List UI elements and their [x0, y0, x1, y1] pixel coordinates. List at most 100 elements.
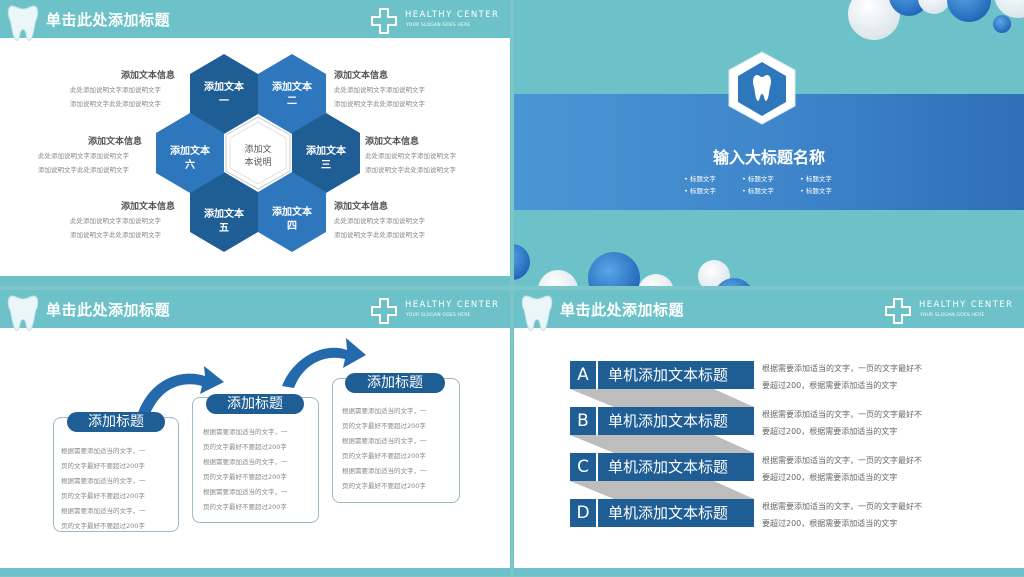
- hex-6-label: 添加文本六: [170, 146, 210, 171]
- card-line: 根据需要添加适当的文字，一: [203, 488, 288, 496]
- slide-title[interactable]: 输入大标题名称 • 标题文字 • 标题文字 • 标题文字 • 标题文字 • 标题…: [514, 0, 1024, 286]
- tooth-icon: [7, 5, 39, 41]
- slide-header: 单击此处添加标题 HEALTHY CENTER YOUR SLOGAN GOES…: [0, 290, 510, 331]
- row-c-title[interactable]: 单机添加文本标题: [598, 453, 754, 481]
- row-c-letter: C: [570, 453, 596, 481]
- row-c-desc: 根据需要添加适当的文字，一页的文字最好不要超过200，根据需要添加适当的文字: [762, 456, 922, 482]
- footer-band: [0, 568, 510, 576]
- card-line: 页的文字最好不要超过200字: [203, 503, 287, 511]
- row-d-letter: D: [570, 499, 596, 527]
- info-title-right-2: 添加文本信息: [365, 137, 420, 147]
- page-title: 单击此处添加标题: [560, 301, 685, 319]
- subtitle-item: • 标题文字: [742, 175, 774, 183]
- info-title-left-1: 添加文本信息: [121, 71, 176, 81]
- brand-slogan: YOUR SLOGAN GOES HERE: [920, 313, 985, 318]
- info-line: 添加说明文字此处添加说明文字: [70, 231, 161, 239]
- info-title-right-1: 添加文本信息: [334, 71, 389, 81]
- info-title-left-3: 添加文本信息: [121, 202, 176, 212]
- card-line: 根据需要添加适当的文字，一: [203, 458, 288, 466]
- curved-arrows: [138, 338, 366, 414]
- hex-2-label: 添加文本二: [272, 82, 312, 107]
- info-title-right-3: 添加文本信息: [334, 202, 389, 212]
- card-line: 根据需要添加适当的文字，一: [203, 428, 288, 436]
- card-line: 页的文字最好不要超过200字: [342, 422, 426, 430]
- row-d-title[interactable]: 单机添加文本标题: [598, 499, 754, 527]
- card-1: [53, 417, 179, 532]
- info-line: 添加说明文字此处添加说明文字: [70, 100, 161, 108]
- card-2-title: 添加标题: [206, 394, 304, 414]
- row-a-title[interactable]: 单机添加文本标题: [598, 361, 754, 389]
- info-title-left-2: 添加文本信息: [88, 137, 143, 147]
- info-line: 此处添加说明文字添加说明文字: [365, 152, 456, 160]
- info-line: 添加说明文字此处添加说明文字: [365, 166, 456, 174]
- slide-arrows[interactable]: 单击此处添加标题 HEALTHY CENTER YOUR SLOGAN GOES…: [0, 290, 510, 576]
- ribbon-shadows: [570, 389, 754, 499]
- medical-cross-icon: [371, 8, 397, 34]
- medical-cross-icon: [371, 298, 397, 324]
- row-a-letter: A: [570, 361, 596, 389]
- row-b-desc: 根据需要添加适当的文字，一页的文字最好不要超过200，根据需要添加适当的文字: [762, 410, 922, 436]
- slide-hexagon[interactable]: 单击此处添加标题 HEALTHY CENTER YOUR SLOGAN GOES…: [0, 0, 510, 286]
- card-line: 根据需要添加适当的文字，一: [342, 407, 427, 415]
- footer-band: [0, 276, 510, 286]
- row-d-desc: 根据需要添加适当的文字，一页的文字最好不要超过200，根据需要添加适当的文字: [762, 502, 922, 528]
- subtitle-item: • 标题文字: [684, 187, 716, 195]
- info-line: 此处添加说明文字添加说明文字: [38, 152, 129, 160]
- hex-center-inner: [229, 121, 287, 185]
- brand-name: HEALTHY CENTER: [405, 300, 500, 310]
- brand-name: HEALTHY CENTER: [405, 10, 500, 20]
- hex-4: [258, 172, 326, 252]
- arrow-2: [282, 338, 366, 388]
- hex-6: [156, 113, 224, 193]
- hex-3-label: 添加文本三: [306, 146, 346, 171]
- card-line: 页的文字最好不要超过200字: [203, 473, 287, 481]
- row-a-desc: 根据需要添加适当的文字，一页的文字最好不要超过200，根据需要添加适当的文字: [762, 364, 922, 390]
- subtitle-item: • 标题文字: [800, 175, 832, 183]
- page-title: 单击此处添加标题: [46, 11, 171, 29]
- hexagon-cluster: [156, 54, 360, 252]
- pill-decorations: [514, 0, 1024, 286]
- card-line: 页的文字最好不要超过200字: [342, 452, 426, 460]
- footer-band: [514, 568, 1024, 576]
- row-b-title[interactable]: 单机添加文本标题: [598, 407, 754, 435]
- slide-list[interactable]: 单击此处添加标题 HEALTHY CENTER YOUR SLOGAN GOES…: [514, 290, 1024, 576]
- info-line: 此处添加说明文字添加说明文字: [70, 217, 161, 225]
- info-line: 此处添加说明文字添加说明文字: [334, 86, 425, 94]
- slide-header: 单击此处添加标题 HEALTHY CENTER YOUR SLOGAN GOES…: [0, 0, 510, 41]
- hex-5-label: 添加文本五: [204, 209, 244, 234]
- hex-5: [190, 172, 258, 252]
- info-line: 此处添加说明文字添加说明文字: [334, 217, 425, 225]
- hex-1: [190, 54, 258, 134]
- info-line: 添加说明文字此处添加说明文字: [38, 166, 129, 174]
- slide-header: 单击此处添加标题 HEALTHY CENTER YOUR SLOGAN GOES…: [514, 290, 1024, 331]
- arrow-1: [138, 366, 224, 414]
- main-title: 输入大标题名称: [712, 148, 825, 167]
- info-line: 添加说明文字此处添加说明文字: [334, 100, 425, 108]
- card-line: 根据需要添加适当的文字，一: [61, 447, 146, 455]
- card-line: 页的文字最好不要超过200字: [61, 492, 145, 500]
- card-line: 根据需要添加适当的文字，一: [342, 437, 427, 445]
- page-title: 单击此处添加标题: [46, 301, 171, 319]
- hex-1-label: 添加文本一: [204, 82, 244, 107]
- card-line: 页的文字最好不要超过200字: [61, 522, 145, 530]
- hex-4-label: 添加文本四: [272, 207, 312, 232]
- tooth-icon: [521, 295, 553, 331]
- card-line: 根据需要添加适当的文字，一: [342, 467, 427, 475]
- brand-slogan: YOUR SLOGAN GOES HERE: [406, 23, 471, 28]
- card-line: 根据需要添加适当的文字，一: [61, 477, 146, 485]
- tooth-icon: [7, 295, 39, 331]
- info-line: 添加说明文字此处添加说明文字: [334, 231, 425, 239]
- info-line: 此处添加说明文字添加说明文字: [70, 86, 161, 94]
- subtitle-item: • 标题文字: [684, 175, 716, 183]
- card-line: 页的文字最好不要超过200字: [342, 482, 426, 490]
- brand-slogan: YOUR SLOGAN GOES HERE: [406, 313, 471, 318]
- brand-name: HEALTHY CENTER: [919, 300, 1014, 310]
- card-line: 页的文字最好不要超过200字: [203, 443, 287, 451]
- hex-2: [258, 54, 326, 134]
- tooth-badge: [728, 51, 796, 125]
- card-line: 页的文字最好不要超过200字: [61, 462, 145, 470]
- subtitle-item: • 标题文字: [800, 187, 832, 195]
- card-1-title: 添加标题: [67, 412, 165, 432]
- card-3-title: 添加标题: [345, 373, 445, 393]
